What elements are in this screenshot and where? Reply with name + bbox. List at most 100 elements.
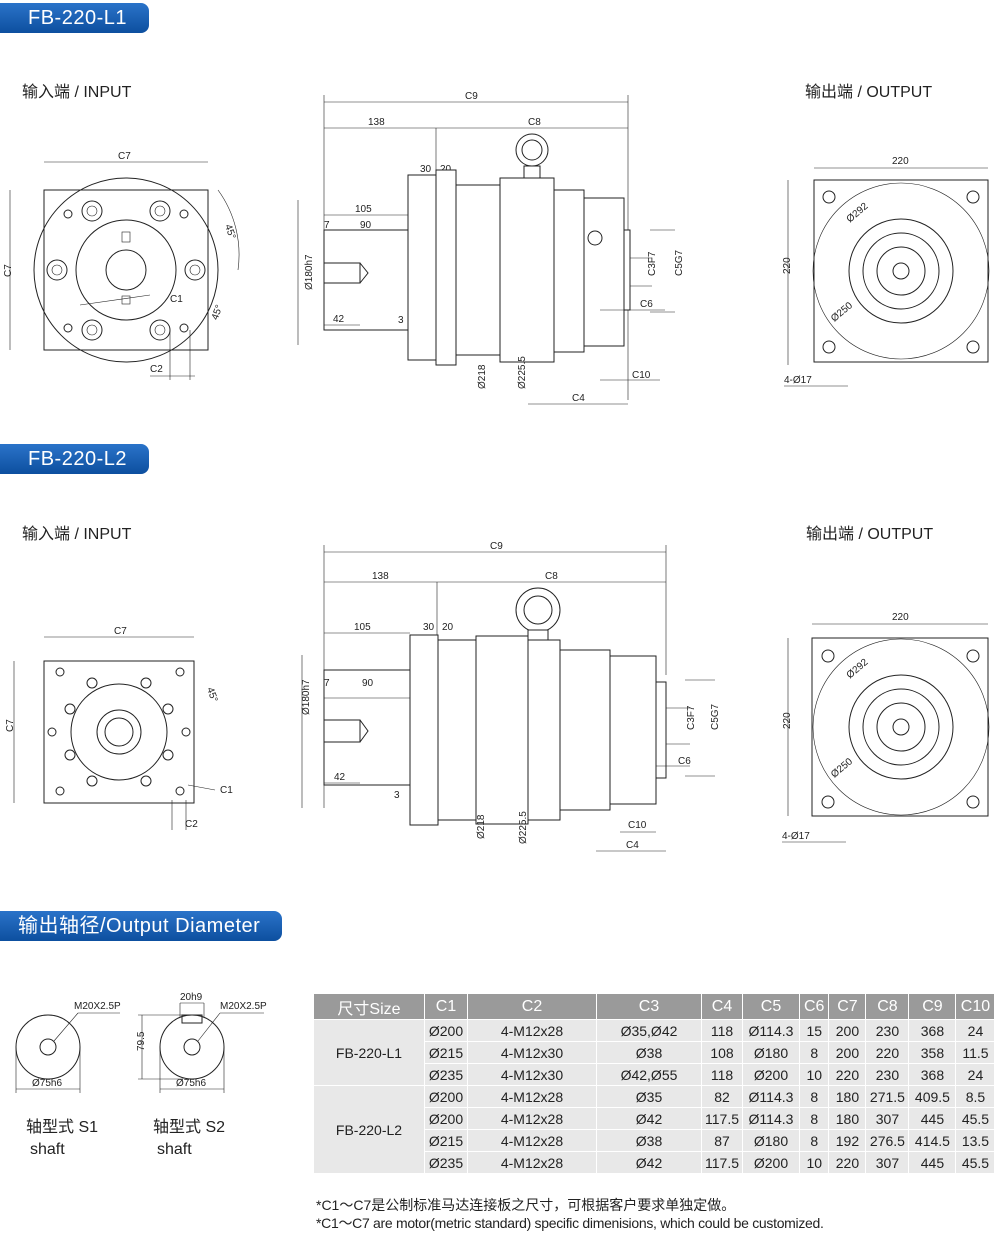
table-cell: 180 — [828, 1107, 867, 1130]
table-cell: 230 — [865, 1019, 910, 1042]
table-cell: 414.5 — [908, 1129, 957, 1152]
table-cell: 358 — [908, 1041, 957, 1064]
svg-text:C4: C4 — [572, 393, 585, 404]
table-cell: 117.5 — [701, 1107, 743, 1130]
l2-input-view: C7 C7 45° C1 C2 — [5, 626, 233, 830]
dimension-table: 尺寸Size C1 C2 C3 C4 C5 C6 C7 C8 C9 C10 FB… — [313, 993, 996, 1174]
svg-text:138: 138 — [368, 117, 385, 128]
svg-text:C5G7: C5G7 — [674, 249, 685, 276]
table-cell: 4-M12x30 — [467, 1041, 597, 1064]
svg-text:C1: C1 — [220, 785, 233, 796]
header-c2: C2 — [467, 993, 597, 1020]
l2-output-view: 220 220 Ø292 Ø250 4-Ø17 — [782, 612, 990, 843]
svg-text:C6: C6 — [678, 756, 691, 767]
section-title-output-diameter: 输出轴径/Output Diameter — [0, 911, 283, 941]
svg-text:C1: C1 — [170, 294, 183, 305]
table-cell: 8 — [798, 1129, 830, 1152]
svg-text:Ø250: Ø250 — [829, 300, 855, 324]
table-cell: Ø38 — [596, 1129, 702, 1152]
svg-text:45°: 45° — [222, 223, 238, 241]
l1-output-view: 220 220 Ø292 Ø250 4-Ø17 — [782, 156, 990, 387]
header-c10: C10 — [955, 993, 996, 1020]
header-c6: C6 — [798, 993, 830, 1020]
table-cell: 4-M12x28 — [467, 1129, 597, 1152]
svg-text:Ø218: Ø218 — [476, 814, 487, 839]
svg-text:C3F7: C3F7 — [647, 251, 658, 276]
svg-text:C7: C7 — [3, 264, 14, 277]
table-cell: Ø200 — [742, 1063, 800, 1086]
svg-text:Ø292: Ø292 — [845, 657, 871, 681]
table-cell: 11.5 — [955, 1041, 996, 1064]
svg-text:42: 42 — [334, 772, 346, 783]
shaft-s2-caption: 轴型式 S2 shaft — [153, 1117, 225, 1161]
header-c5: C5 — [742, 993, 800, 1020]
svg-text:Ø225.5: Ø225.5 — [518, 811, 529, 844]
output-label-l1: 输出端 / OUTPUT — [805, 84, 933, 101]
table-cell: Ø235 — [424, 1151, 468, 1174]
svg-text:Ø180h7: Ø180h7 — [304, 254, 315, 290]
svg-text:Ø218: Ø218 — [477, 364, 488, 389]
header-c9: C9 — [908, 993, 957, 1020]
svg-text:C10: C10 — [628, 820, 647, 831]
shaft-s1-caption: 轴型式 S1 shaft — [26, 1117, 98, 1161]
header-c4: C4 — [701, 993, 743, 1020]
table-cell: 368 — [908, 1063, 957, 1086]
svg-text:105: 105 — [355, 204, 372, 215]
svg-text:C7: C7 — [118, 151, 131, 162]
svg-text:7: 7 — [324, 220, 330, 231]
model-cell: FB-220-L2 — [313, 1085, 425, 1174]
shaft-s1-drawing: M20X2.5P Ø75h6 — [15, 1001, 121, 1093]
table-cell: 307 — [865, 1107, 910, 1130]
table-cell: 307 — [865, 1151, 910, 1174]
table-cell: 4-M12x28 — [467, 1085, 597, 1108]
svg-text:4-Ø17: 4-Ø17 — [784, 375, 812, 386]
svg-text:20: 20 — [442, 622, 454, 633]
svg-text:C4: C4 — [626, 840, 639, 851]
table-cell: 276.5 — [865, 1129, 910, 1152]
table-cell: Ø215 — [424, 1129, 468, 1152]
svg-text:3: 3 — [398, 315, 404, 326]
table-cell: 82 — [701, 1085, 743, 1108]
table-cell: 409.5 — [908, 1085, 957, 1108]
table-cell: 24 — [955, 1019, 996, 1042]
output-label-l2: 输出端 / OUTPUT — [806, 526, 934, 543]
table-cell: 445 — [908, 1151, 957, 1174]
shaft-s1-name: 轴型式 S1 — [26, 1119, 99, 1136]
table-cell: 192 — [828, 1129, 867, 1152]
table-cell: Ø35,Ø42 — [596, 1019, 702, 1042]
table-cell: 87 — [701, 1129, 743, 1152]
table-cell: Ø200 — [424, 1107, 468, 1130]
table-cell: 180 — [828, 1085, 867, 1108]
table-cell: Ø200 — [424, 1085, 468, 1108]
section-title-l2: FB-220-L2 — [0, 444, 149, 474]
svg-text:M20X2.5P: M20X2.5P — [74, 1001, 121, 1012]
svg-text:7: 7 — [324, 678, 330, 689]
table-cell: 271.5 — [865, 1085, 910, 1108]
table-cell: Ø42,Ø55 — [596, 1063, 702, 1086]
table-cell: 4-M12x30 — [467, 1063, 597, 1086]
svg-text:Ø292: Ø292 — [845, 201, 871, 225]
svg-text:C8: C8 — [528, 117, 541, 128]
svg-text:4-Ø17: 4-Ø17 — [782, 831, 810, 842]
header-c8: C8 — [865, 993, 910, 1020]
svg-text:79.5: 79.5 — [136, 1031, 147, 1051]
svg-text:C9: C9 — [490, 541, 503, 552]
table-cell: Ø180 — [742, 1129, 800, 1152]
table-cell: Ø114.3 — [742, 1107, 800, 1130]
header-c1: C1 — [424, 993, 468, 1020]
table-cell: 10 — [798, 1151, 830, 1174]
svg-text:30: 30 — [423, 622, 435, 633]
model-cell: FB-220-L1 — [313, 1019, 425, 1086]
svg-text:C5G7: C5G7 — [710, 703, 721, 730]
table-cell: Ø180 — [742, 1041, 800, 1064]
table-cell: Ø42 — [596, 1151, 702, 1174]
table-cell: 8 — [798, 1107, 830, 1130]
table-cell: Ø235 — [424, 1063, 468, 1086]
svg-text:90: 90 — [360, 220, 372, 231]
